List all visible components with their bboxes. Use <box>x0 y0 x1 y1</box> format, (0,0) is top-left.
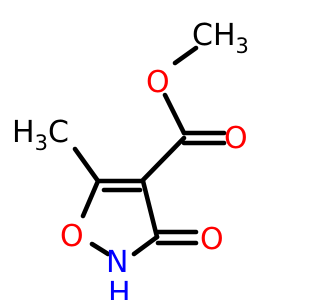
ring-methyl-label: H3C <box>12 115 69 155</box>
bond-ester-oxygen-to-carbonyl-carbon <box>162 92 187 136</box>
bond-layer <box>72 45 227 257</box>
ring-methyl-h: H <box>12 115 35 150</box>
ring-nitrogen-label: N <box>106 245 128 280</box>
label-layer: CH3 O O H3C O N H O <box>12 18 249 300</box>
structure-canvas: CH3 O O H3C O N H O <box>12 18 249 300</box>
ketone-oxygen-label: O <box>200 222 224 257</box>
bond-methyl-to-ester-oxygen <box>172 45 199 66</box>
carbonyl-oxygen-label: O <box>224 121 248 156</box>
ring-methyl-subscript: 3 <box>35 131 48 155</box>
ester-methyl-label: CH3 <box>192 18 249 58</box>
bond-carbonyl-carbon-to-c4 <box>140 135 187 183</box>
bond-c3-to-c4 <box>140 178 160 240</box>
bond-c5-to-methyl <box>72 146 101 184</box>
ring-oxygen-label: O <box>60 219 84 254</box>
ester-methyl-main: CH <box>192 18 236 53</box>
bond-ring-oxygen-to-nitrogen <box>89 241 111 257</box>
ring-methyl-c: C <box>48 115 69 150</box>
ester-oxygen-label: O <box>146 65 170 100</box>
bond-c5-to-ring-oxygen <box>80 178 101 219</box>
molecule-structure-diagram: CH3 O O H3C O N H O <box>12 18 249 300</box>
ring-nitrogen-hydrogen-label: H <box>108 276 131 300</box>
bond-nitrogen-to-c3 <box>131 234 160 257</box>
ester-methyl-subscript: 3 <box>236 34 249 58</box>
